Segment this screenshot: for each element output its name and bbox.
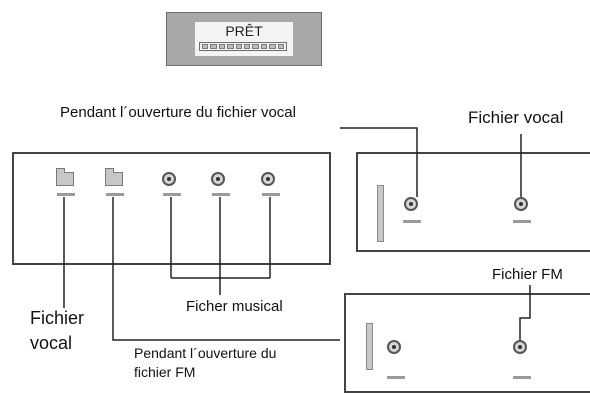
lcd-screen: PRÊT [195,22,293,56]
fm-panel-scrollbar [366,323,373,370]
label-voice-file-right: Fichier vocal [468,108,564,127]
lcd-status-text: PRÊT [225,23,263,39]
music-disc-icon-3 [261,172,275,186]
voice-disc-icon-1 [404,197,418,211]
fm-file-panel [344,293,590,393]
label-voice-file-left-line1: Fichier [30,308,85,328]
lcd-display: PRÊT [166,12,322,66]
fm-disc-icon-1 [387,340,401,354]
label-voice-file-left-line2: vocal [30,333,73,353]
label-fm-file: Fichier FM [492,266,563,283]
music-disc-icon-2 [211,172,225,186]
label-music-file: Ficher musical [186,298,283,315]
lcd-progress-bar [199,42,287,51]
label-opening-fm-line1: Pendant l´ouverture du [134,345,277,361]
voice-panel-scrollbar [377,185,384,242]
folder-icon-voice [56,168,74,186]
voice-file-panel [356,152,590,252]
label-opening-fm-line2: fichier FM [134,364,196,380]
fm-disc-icon-2 [513,340,527,354]
folder-icon-fm [105,168,123,186]
label-opening-voice-file: Pendant l´ouverture du fichier vocal [60,104,296,121]
music-disc-icon-1 [162,172,176,186]
voice-disc-icon-2 [514,197,528,211]
